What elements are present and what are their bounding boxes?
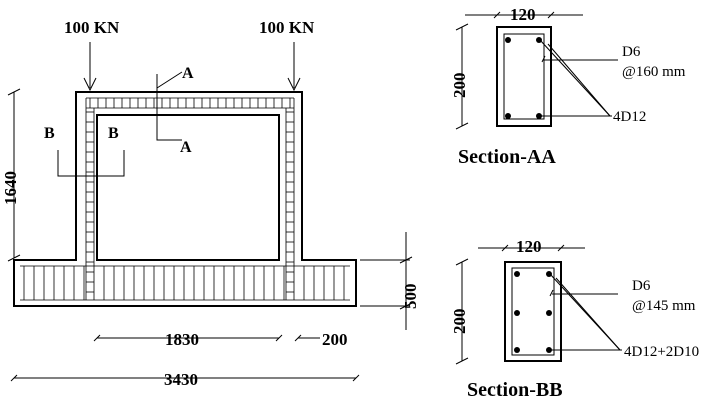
dim-total-length-label: 3430 xyxy=(164,370,198,389)
frame-opening xyxy=(96,114,280,261)
dim-height-label: 1640 xyxy=(1,171,20,205)
section-bb-bar xyxy=(546,347,552,353)
section-bb-stirrup xyxy=(511,267,555,356)
cut-a-top-label: A xyxy=(182,65,194,82)
section-bb-outline xyxy=(504,261,562,362)
section-bb-height-label: 200 xyxy=(450,309,469,335)
section-bb-title: Section-BB xyxy=(467,379,563,401)
section-bb-stirrup-size: D6 xyxy=(632,278,651,294)
cut-a-bottom-label: A xyxy=(180,139,192,156)
frame-elevation xyxy=(13,91,357,307)
section-bb-bar xyxy=(514,271,520,277)
section-cut-bb xyxy=(57,150,125,177)
section-aa-stirrup-spacing: @160 mm xyxy=(622,64,686,80)
section-aa-title: Section-AA xyxy=(458,146,556,168)
dim-base-depth-label: 500 xyxy=(401,284,420,310)
section-cut-aa xyxy=(156,71,183,141)
section-aa-stirrup xyxy=(503,33,545,120)
section-aa-height-label: 200 xyxy=(450,73,469,99)
dim-height-line xyxy=(7,88,21,262)
section-bb-stirrup-spacing: @145 mm xyxy=(632,298,696,314)
section-aa-stirrup-size: D6 xyxy=(622,44,641,60)
section-aa-outline xyxy=(496,26,552,127)
section-bb-bar xyxy=(546,271,552,277)
frame-stirrups xyxy=(23,98,345,300)
dim-clear-span-line xyxy=(93,334,283,342)
dim-clear-span-label: 1830 xyxy=(165,330,199,349)
section-bb-bar xyxy=(546,310,552,316)
section-aa-main-bars: 4D12 xyxy=(613,109,646,125)
section-aa-bar xyxy=(505,37,511,43)
load-left-label: 100 KN xyxy=(64,18,120,37)
load-left xyxy=(83,42,97,92)
section-aa-bar xyxy=(536,113,542,119)
load-right xyxy=(287,42,301,92)
section-bb-bar xyxy=(514,347,520,353)
cut-b-right-label: B xyxy=(108,125,119,142)
cut-b-left-label: B xyxy=(44,125,55,142)
section-aa-width-label: 120 xyxy=(510,5,536,24)
frame-reinforcement xyxy=(20,97,350,301)
section-aa-bar xyxy=(505,113,511,119)
dim-end-length-line xyxy=(294,334,320,342)
frame-outline xyxy=(13,91,357,307)
section-bb-bar xyxy=(514,310,520,316)
load-right-label: 100 KN xyxy=(259,18,315,37)
section-aa-bar xyxy=(536,37,542,43)
section-aa-drawing xyxy=(455,11,618,130)
section-bb-main-bars: 4D12+2D10 xyxy=(624,344,699,360)
section-bb-width-label: 120 xyxy=(516,237,542,256)
dim-total-length-line xyxy=(10,374,360,382)
section-bb-drawing xyxy=(455,244,622,365)
dim-base-depth-line xyxy=(360,232,413,330)
dim-end-length-label: 200 xyxy=(322,330,348,349)
